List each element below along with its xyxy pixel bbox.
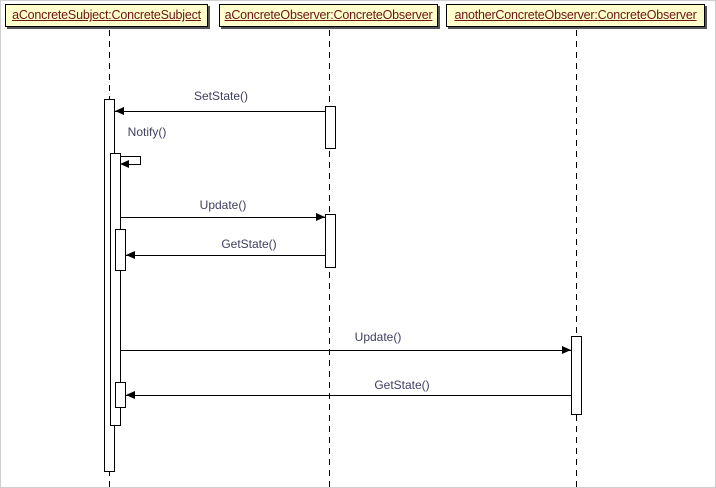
message-line-getstate-2: [126, 395, 571, 396]
arrowhead-icon: [316, 213, 325, 221]
arrowhead-icon: [562, 346, 571, 354]
arrowhead-icon: [126, 391, 135, 399]
activation-observer2-update: [571, 336, 582, 415]
message-line-setstate: [115, 111, 325, 112]
self-message-line-notify-side: [140, 156, 141, 165]
arrowhead-icon: [115, 107, 124, 115]
message-line-update-1: [120, 217, 325, 218]
activation-subject-getstate-1: [115, 229, 126, 271]
self-message-line-notify-bottom: [129, 164, 141, 165]
lifeline-another-concrete-observer: [576, 30, 577, 487]
message-line-getstate-1: [126, 255, 325, 256]
arrowhead-icon: [126, 251, 135, 259]
message-label-notify: Notify(): [127, 125, 167, 139]
participant-box-another-concrete-observer: anotherConcreteObserver:ConcreteObserver: [446, 4, 705, 27]
participant-box-concrete-observer: aConcreteObserver:ConcreteObserver: [219, 4, 438, 27]
activation-observer1-update: [325, 214, 336, 268]
message-label-setstate: SetState(): [193, 89, 249, 103]
activation-subject-getstate-2: [115, 382, 126, 408]
activation-subject-notify: [110, 153, 121, 426]
message-label-getstate-1: GetState(): [221, 237, 277, 251]
self-message-line-notify-top: [120, 156, 141, 157]
arrowhead-icon: [120, 160, 129, 168]
message-label-update-1: Update(): [199, 198, 247, 212]
message-line-update-2: [120, 350, 571, 351]
activation-observer1-setstate: [325, 106, 336, 149]
message-label-update-2: Update(): [354, 330, 402, 344]
participant-box-concrete-subject: aConcreteSubject:ConcreteSubject: [5, 4, 208, 27]
message-label-getstate-2: GetState(): [374, 378, 430, 392]
